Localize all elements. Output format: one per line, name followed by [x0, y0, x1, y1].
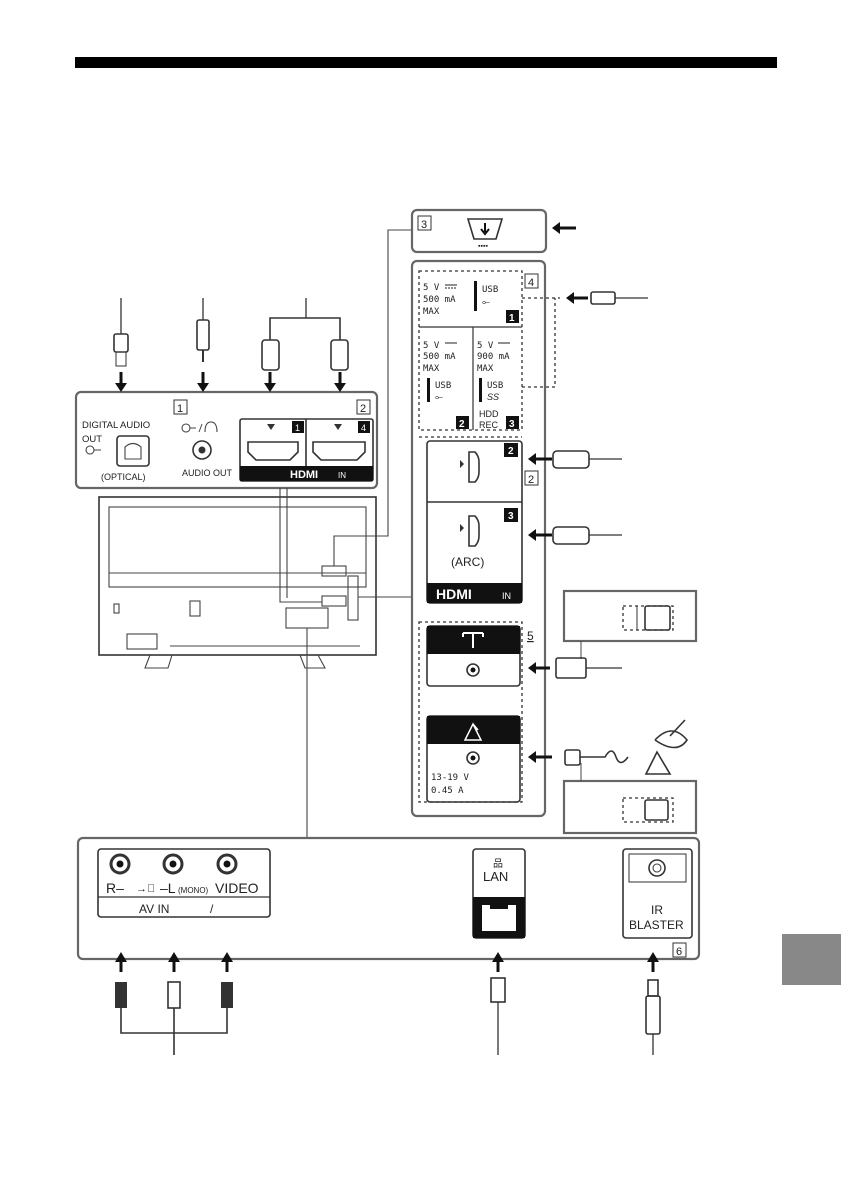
usb1-max: MAX [423, 307, 440, 317]
usb2-max: MAX [423, 364, 440, 374]
arc-label: (ARC) [451, 555, 484, 569]
usb2-volt: 5 V [423, 341, 440, 351]
header-bar [75, 57, 777, 68]
callout-6: 6 [676, 946, 682, 958]
av-mono-label: (MONO) [178, 886, 209, 895]
digital-audio-out-label: DIGITAL AUDIO [82, 420, 150, 431]
usb3-volt: 5 V [477, 341, 494, 351]
satellite-dish-icon [646, 720, 687, 774]
audio-hdmi-panel: 1 2 DIGITAL AUDIO OUT (OPTICAL) AUDIO OU… [76, 392, 377, 488]
ir-label-1: IR [651, 903, 663, 917]
av-in-icon-1: →⃝ [136, 883, 155, 895]
av-cables [115, 952, 233, 1055]
lan-cable [491, 952, 505, 1055]
service-port-box: 3 ▪▪▪▪ [412, 210, 546, 252]
usb-port-2[interactable] [427, 378, 430, 402]
av-in-label: AV IN [139, 902, 169, 916]
hdmi-port-1-num: 1 [295, 423, 300, 433]
av-video-label: VIDEO [215, 880, 259, 896]
usb1-label: USB [482, 285, 498, 295]
hdmi-logo-side: HDMI [436, 586, 472, 602]
callout-2-side: 2 [528, 474, 534, 486]
out-label: OUT [82, 434, 102, 445]
hdmi-in-top: IN [338, 471, 346, 480]
usb2-ma: 500 mA [423, 352, 456, 362]
usb2-num: 2 [459, 419, 465, 430]
tv-back [99, 497, 376, 668]
optical-label: (OPTICAL) [101, 472, 146, 482]
usb3-ma: 900 mA [477, 352, 510, 362]
sat-amp: 0.45 A [431, 786, 464, 796]
av-r-label: R– [106, 880, 124, 896]
usb3-num: 3 [509, 419, 515, 430]
audio-cable [197, 298, 209, 392]
usb3-ss-icon: SS [487, 392, 499, 402]
ir-label-2: BLASTER [629, 918, 684, 932]
hdmi-logo-top: HDMI [290, 469, 318, 481]
callout-2: 2 [360, 403, 366, 415]
leader-lines [280, 230, 412, 838]
usb3-max: MAX [477, 364, 494, 374]
audio-out-label: AUDIO OUT [182, 468, 233, 478]
ir-cable [646, 952, 660, 1055]
hdmi-cables [262, 298, 348, 392]
lan-label: LAN [483, 869, 508, 884]
hdmi-port-4-num: 4 [361, 423, 366, 433]
hdmi-port-2-num: 2 [508, 446, 514, 457]
optical-cable [114, 298, 128, 392]
callout-3: 3 [421, 219, 427, 231]
antenna-cables [528, 591, 696, 833]
bottom-panel: 6 R– →⃝ –L (MONO) VIDEO AV IN / 品 LAN IR… [78, 838, 699, 959]
hdd-rec-2: REC [479, 420, 499, 430]
usb1-ma: 500 mA [423, 295, 456, 305]
page-tab [782, 934, 841, 985]
usb1-trident-icon: ⟜ [482, 297, 490, 308]
usb2-trident-icon: ⟜ [435, 392, 443, 403]
usb-port-3[interactable] [479, 378, 482, 402]
hdd-rec-1: HDD [479, 409, 499, 419]
usb3-label: USB [487, 381, 503, 391]
callout-4: 4 [528, 277, 534, 289]
callout-1: 1 [177, 403, 183, 415]
sat-volt: 13-19 V [431, 773, 470, 783]
usb1-num: 1 [509, 313, 515, 324]
callout-5: 5 [527, 629, 534, 643]
hdmi-in-side: IN [502, 591, 511, 601]
av-l-label: –L [160, 880, 176, 896]
hdmi-port-3-num: 3 [508, 511, 514, 522]
usb1-volt: 5 V [423, 283, 440, 293]
usb2-label: USB [435, 381, 451, 391]
usb-port-1[interactable] [474, 281, 477, 311]
svg-text:▪▪▪▪: ▪▪▪▪ [478, 243, 488, 250]
arrow-service [552, 222, 576, 234]
